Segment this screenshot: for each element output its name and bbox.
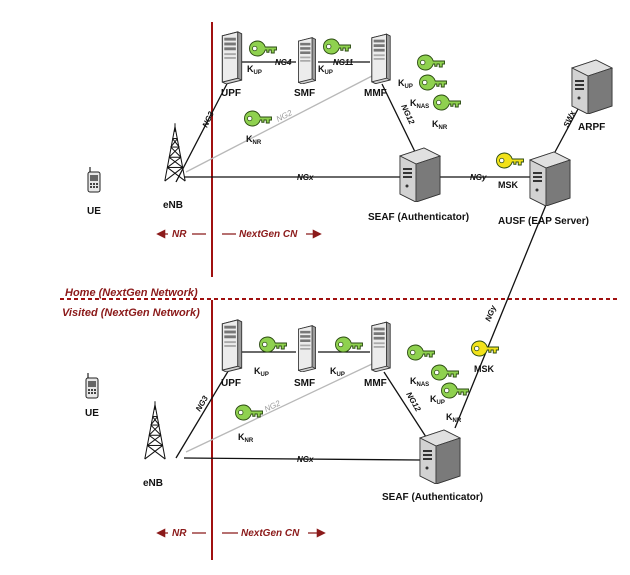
home-mmf-label: MMF — [364, 88, 387, 99]
home-msk-key-icon — [496, 152, 524, 169]
visited-link-ng3-label: NG3 — [194, 394, 210, 413]
visited-links — [175, 351, 429, 461]
home-smf-label: SMF — [294, 88, 315, 99]
visited-link-ngy-label: NGy — [484, 304, 499, 323]
home-msk-label: MSK — [498, 180, 519, 190]
visited-key-nr-label: KNR — [238, 432, 254, 444]
home-link-ng11-label: NG11 — [333, 58, 354, 67]
visited-enb-tower-icon — [144, 400, 166, 460]
visited-upf-server-icon — [221, 319, 243, 372]
home-key-up-2-label: KUP — [318, 64, 333, 76]
home-ue-phone-icon — [87, 166, 101, 193]
visited-nextgen-cn-label: NextGen CN — [241, 528, 300, 539]
home-upf-label: UPF — [221, 88, 241, 99]
home-ausf-server-icon — [529, 151, 571, 206]
visited-upf-label: UPF — [221, 378, 241, 389]
visited-key-nas-label: KNAS — [410, 376, 429, 388]
home-ng2-line — [185, 75, 373, 173]
home-enb-tower-icon — [164, 122, 186, 182]
visited-ue-phone-icon — [85, 372, 99, 399]
visited-network-label: Visited (NextGen Network) — [62, 307, 200, 319]
home-link-ng3-label: NG3 — [201, 110, 216, 129]
home-key-up-2-icon — [323, 38, 351, 55]
home-links — [175, 61, 586, 183]
visited-mmf-server-icon — [371, 321, 391, 372]
visited-msk-label: MSK — [474, 364, 495, 374]
visited-seaf-server-icon — [419, 429, 461, 484]
home-enb-label: eNB — [163, 200, 183, 211]
home-key-up-1-label: KUP — [247, 64, 262, 76]
visited-key-up-2-label: KUP — [330, 366, 345, 378]
home-link-ngy-label: NGy — [470, 173, 487, 182]
home-nr-label: NR — [172, 229, 187, 240]
home-key-nr-mmf-label: KNR — [432, 119, 448, 131]
visited-ng2-line — [185, 363, 373, 453]
visited-seaf-label: SEAF (Authenticator) — [382, 492, 483, 503]
visited-key-up-2-icon — [335, 336, 363, 353]
home-key-up-3-label: KUP — [398, 78, 413, 90]
visited-smf-server-icon — [297, 325, 317, 372]
home-key-nas-icon — [419, 74, 447, 91]
home-smf-server-icon — [297, 37, 317, 84]
home-key-nr-icon — [244, 110, 272, 127]
home-key-up-1-icon — [249, 40, 277, 57]
visited-msk-key-icon — [471, 340, 499, 357]
home-link-ngx-label: NGx — [297, 173, 314, 182]
visited-key-nr-mmf-label: KNR — [446, 412, 462, 424]
home-key-nas-label: KNAS — [410, 98, 429, 110]
visited-mmf-label: MMF — [364, 378, 387, 389]
home-upf-server-icon — [221, 31, 243, 84]
visited-key-up-1-icon — [259, 336, 287, 353]
visited-ue-label: UE — [85, 408, 99, 419]
home-ausf-label: AUSF (EAP Server) — [498, 216, 589, 227]
home-link-ng4-label: NG4 — [275, 58, 292, 67]
home-nextgen-cn-label: NextGen CN — [239, 229, 298, 240]
visited-key-nr-mmf-icon — [441, 382, 469, 399]
visited-link-ngx-label: NGx — [297, 455, 314, 464]
ngy-roaming-line — [454, 199, 549, 429]
home-arpf-label: ARPF — [578, 122, 605, 133]
visited-key-up-1-label: KUP — [254, 366, 269, 378]
home-ue-label: UE — [87, 206, 101, 217]
visited-key-up-3-icon — [431, 364, 459, 381]
home-key-up-3-icon — [417, 54, 445, 71]
visited-key-nas-icon — [407, 344, 435, 361]
home-link-swx-label: SWx — [562, 109, 578, 129]
home-network-label: Home (NextGen Network) — [65, 287, 198, 299]
visited-nr-label: NR — [172, 528, 187, 539]
home-mmf-server-icon — [371, 33, 391, 84]
home-key-nr-mmf-icon — [433, 94, 461, 111]
visited-smf-label: SMF — [294, 378, 315, 389]
home-seaf-label: SEAF (Authenticator) — [368, 212, 469, 223]
visited-key-up-3-label: KUP — [430, 394, 445, 406]
visited-link-ng12-label: NG12 — [404, 391, 423, 414]
home-key-nr-label: KNR — [246, 134, 262, 146]
home-seaf-server-icon — [399, 147, 441, 202]
home-arpf-server-icon — [571, 59, 613, 114]
visited-enb-label: eNB — [143, 478, 163, 489]
